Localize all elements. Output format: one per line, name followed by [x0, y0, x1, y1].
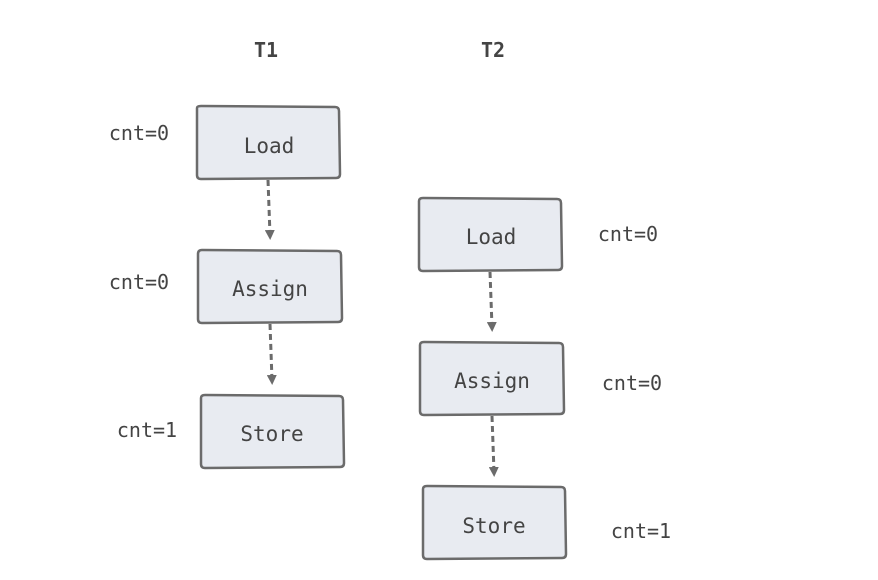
t1-load-value: cnt=0 — [109, 121, 169, 145]
t1-store-label: Store — [240, 422, 303, 446]
thread-header-t2: T2 — [481, 38, 505, 62]
t2-arrow-assign-to-store — [488, 415, 499, 477]
t1-store-value: cnt=1 — [117, 418, 177, 442]
t2-store-label: Store — [462, 514, 525, 538]
t2-store-value: cnt=1 — [611, 519, 671, 543]
t1-assign-value: cnt=0 — [109, 270, 169, 294]
t2-load-label: Load — [466, 225, 517, 249]
t2-load-value: cnt=0 — [598, 222, 658, 246]
t1-step-assign: Assign — [196, 248, 344, 325]
t2-assign-label: Assign — [454, 369, 530, 393]
t2-step-assign: Assign — [418, 340, 566, 417]
t1-load-label: Load — [244, 134, 295, 158]
thread-header-t1: T1 — [254, 38, 278, 62]
t1-arrow-load-to-assign — [264, 179, 275, 240]
t2-assign-value: cnt=0 — [602, 371, 662, 395]
t1-arrow-assign-to-store — [266, 323, 277, 385]
t2-step-load: Load — [417, 196, 564, 273]
t2-arrow-load-to-assign — [486, 271, 497, 332]
t1-step-load: Load — [195, 104, 342, 181]
t2-step-store: Store — [421, 484, 568, 561]
t1-assign-label: Assign — [232, 277, 308, 301]
t1-step-store: Store — [199, 393, 346, 470]
